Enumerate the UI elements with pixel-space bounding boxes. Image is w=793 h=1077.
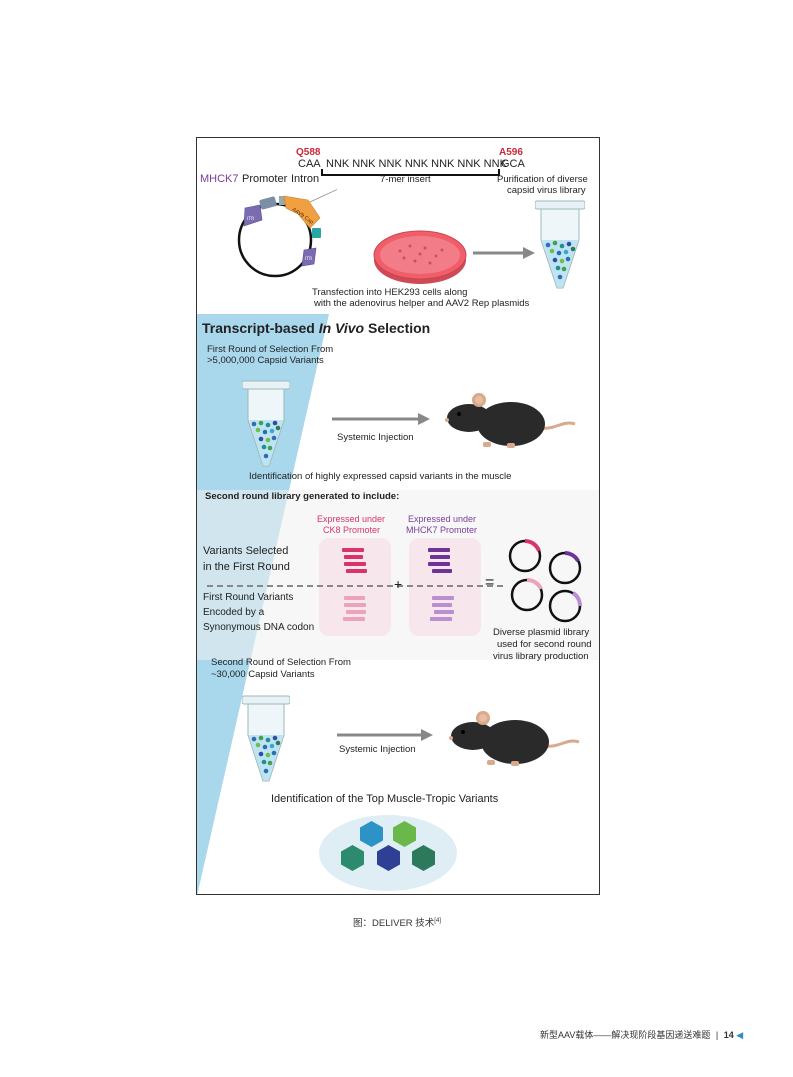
footer-arrow-icon: ◀ [736,1030,744,1040]
mhck7-label: MHCK7 [200,173,239,185]
a596-label: A596 [499,147,523,158]
diverse-line3: virus library production [493,651,589,662]
identification-1: Identification of highly expressed capsi… [249,471,512,482]
plus-sign: + [394,576,403,592]
library-tube-1 [535,200,585,289]
second-round-line1: Second Round of Selection From [211,657,351,668]
diverse-line1: Diverse plasmid library [493,627,590,638]
ck8-bar-synonymous [344,596,365,600]
identification-2: Identification of the Top Muscle-Tropic … [271,793,499,805]
intron-label: Intron [291,173,320,185]
purification-line2: capsid virus library [507,185,586,196]
first-round-variants-line1: First Round Variants [203,592,294,603]
petri-dish [373,230,467,284]
capsid-hexagon [341,845,364,871]
ck8-bar-synonymous [343,617,365,621]
mhck7-bar [430,555,450,559]
capsid-hexagon [393,821,416,847]
figure-caption: 图：DELIVER 技术[4] [353,918,441,930]
ck8-bar [344,562,366,566]
capsid-hexagon [412,845,435,871]
second-round-panel [197,490,599,660]
mhck7-bar [428,548,450,552]
library-tube-2 [242,380,290,467]
mhck7-bar [432,569,452,573]
transfection-line2: with the adenovirus helper and AAV2 Rep … [314,298,530,309]
dashed-separator [207,585,503,587]
capsid-hexagon [377,845,400,871]
mhck7-bar-synonymous [430,617,452,621]
ck8-bar [342,548,364,552]
caa-codon: CAA [298,158,321,170]
ck8-bar-synonymous [346,610,366,614]
systemic-injection-1: Systemic Injection [337,432,414,443]
mhck7-panel-line2: MHCK7 Promoter [406,525,478,535]
plasmid-diagram: AAV9 Cap ITR ITR [237,189,337,278]
ck8-bar [344,555,363,559]
mhck7-bar [428,562,450,566]
ck8-bar-synonymous [344,603,366,607]
ck8-line1: Expressed under [317,514,386,524]
gca-codon: GCA [501,158,525,170]
mhck7-bar-synonymous [432,596,454,600]
nnk-sequence: NNK NNK NNK NNK NNK NNK NNK [326,158,507,170]
selection-title: Transcript-based In Vivo Selection [202,320,431,336]
page-footer: 新型AAV载体——解决现阶段基因递送难题 | 14 ◀ [540,1030,744,1040]
mhck7-bar-synonymous [434,610,454,614]
figure-frame: Q588 A596 CAA NNK NNK NNK NNK NNK NNK NN… [196,137,600,895]
diverse-line2: used for second round [497,639,592,650]
transfection-line1: Transfection into HEK293 cells along [312,287,468,298]
second-round-line2: ~30,000 Capsid Variants [211,669,315,680]
mouse-2 [449,711,580,766]
q588-label: Q588 [296,147,321,158]
injection-arrow-2 [337,729,433,741]
plasmid-library-rings [508,539,582,623]
insert-label: 7-mer insert [380,174,431,185]
systemic-injection-2: Systemic Injection [339,744,416,755]
purification-line1: Purification of diverse [497,174,588,185]
variants-selected-line2: in the First Round [203,561,290,573]
first-round-variants-line3: Synonymous DNA codon [203,622,315,633]
variants-selected-line1: Variants Selected [203,545,289,557]
first-round-line2: >5,000,000 Capsid Variants [207,355,324,366]
injection-arrow-1 [332,413,430,425]
mhck7-panel-line1: Expressed under [408,514,477,524]
promoter-label: Promoter [242,173,288,185]
svg-text:ITR: ITR [305,256,312,262]
first-round-variants-line2: Encoded by a [203,607,265,618]
second-round-lib: Second round library generated to includ… [205,491,400,502]
first-round-line1: First Round of Selection From [207,344,334,355]
mouse-1 [445,393,576,448]
page-number: 14 [723,1030,734,1040]
ck8-line2: CK8 Promoter [323,525,381,535]
mhck7-panel [409,538,481,636]
ck8-panel [319,538,391,636]
insert-bracket [321,169,500,176]
mhck7-bar-synonymous [432,603,452,607]
footer-text: 新型AAV载体——解决现阶段基因递送难题 [540,1030,711,1040]
svg-text:ITR: ITR [247,216,254,222]
arrow-to-purification [473,247,535,259]
equals-sign: = [485,574,495,591]
library-tube-3 [242,695,290,782]
ck8-bar [346,569,367,573]
capsid-hexagon [360,821,383,847]
